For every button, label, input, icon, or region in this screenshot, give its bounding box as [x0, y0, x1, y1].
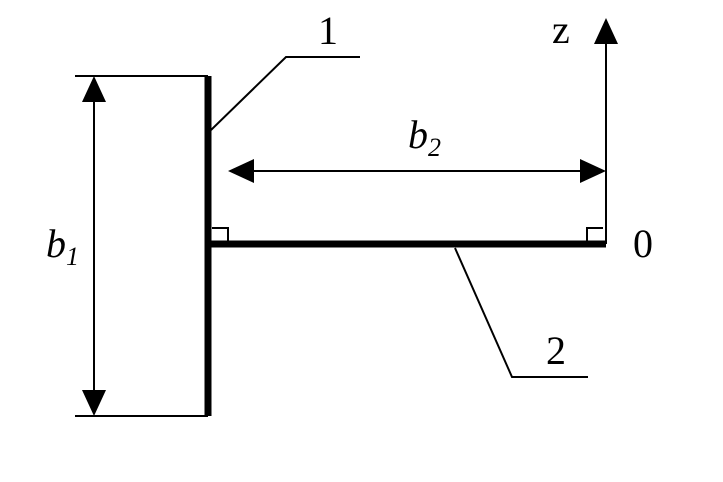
b1-arrow-bottom	[82, 390, 106, 416]
b1-label: b1	[46, 221, 79, 271]
part-1-label: 1	[318, 8, 338, 53]
leader-line-1	[210, 56, 360, 131]
part-2-label: 2	[546, 328, 566, 373]
b2-label: b2	[408, 112, 441, 162]
b1-arrow-top	[82, 76, 106, 102]
right-angle-marker-right	[586, 227, 603, 242]
z-axis-arrow	[594, 18, 618, 44]
origin-label: 0	[633, 221, 653, 266]
leader-line-2	[454, 247, 588, 378]
z-axis-label: z	[552, 7, 570, 52]
b2-arrow-left	[228, 159, 254, 183]
right-angle-marker-left	[212, 227, 229, 242]
b2-arrow-right	[580, 159, 606, 183]
